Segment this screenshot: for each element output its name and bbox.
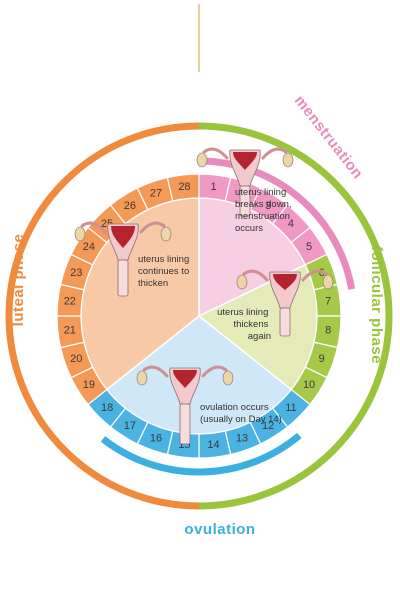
day-number-28: 28 — [178, 181, 190, 193]
day-number-22: 22 — [64, 295, 76, 307]
uterus-icon-luteal — [74, 221, 172, 297]
day-number-17: 17 — [124, 420, 136, 432]
ovulation-arc — [100, 432, 302, 476]
luteal-description: uterus lining continues to thicken — [138, 254, 192, 289]
uterus-icon-menstruation — [196, 147, 294, 217]
menstruation-description: uterus lining breaks down, menstruation … — [235, 187, 294, 234]
day-number-24: 24 — [83, 241, 95, 253]
day-number-26: 26 — [124, 200, 136, 212]
follicular-phase-outer-arc — [198, 122, 393, 510]
day-number-16: 16 — [150, 433, 162, 445]
uterus-icon-follicular — [236, 269, 334, 337]
ovulation-description: ovulation occurs (usually on Day 14) — [200, 402, 282, 425]
day-number-10: 10 — [303, 379, 315, 391]
day-number-18: 18 — [101, 402, 113, 414]
follicular-description: uterus lining thickens again — [217, 307, 271, 342]
day-number-7: 7 — [325, 295, 331, 307]
follicular-phase-label: follicular phase — [368, 246, 385, 364]
day-number-8: 8 — [325, 325, 331, 337]
day-cell-28 — [166, 173, 200, 202]
day-number-1: 1 — [210, 181, 216, 193]
day-number-9: 9 — [319, 353, 325, 365]
day-number-3: 3 — [265, 200, 271, 212]
day-number-11: 11 — [285, 402, 296, 414]
uterus-icon-ovulation — [136, 365, 234, 445]
menstruation-arc — [198, 157, 356, 290]
day-number-14: 14 — [207, 439, 219, 451]
day-number-5: 5 — [306, 241, 312, 253]
day-number-20: 20 — [70, 353, 82, 365]
menstruation-label: menstruation — [291, 92, 367, 182]
luteal-phase-outer-arc — [5, 122, 200, 510]
day-number-13: 13 — [236, 433, 248, 445]
day-number-27: 27 — [150, 187, 162, 199]
luteal-phase-label: luteal phase — [10, 234, 27, 327]
day-number-12: 12 — [262, 420, 274, 432]
day-number-19: 19 — [83, 379, 95, 391]
ovulation-label: ovulation — [184, 521, 255, 538]
day-number-23: 23 — [70, 267, 82, 279]
day-ring: 1234567891011121314151617181920212223242… — [56, 173, 342, 459]
day-number-21: 21 — [64, 325, 76, 337]
day-number-4: 4 — [288, 218, 294, 230]
